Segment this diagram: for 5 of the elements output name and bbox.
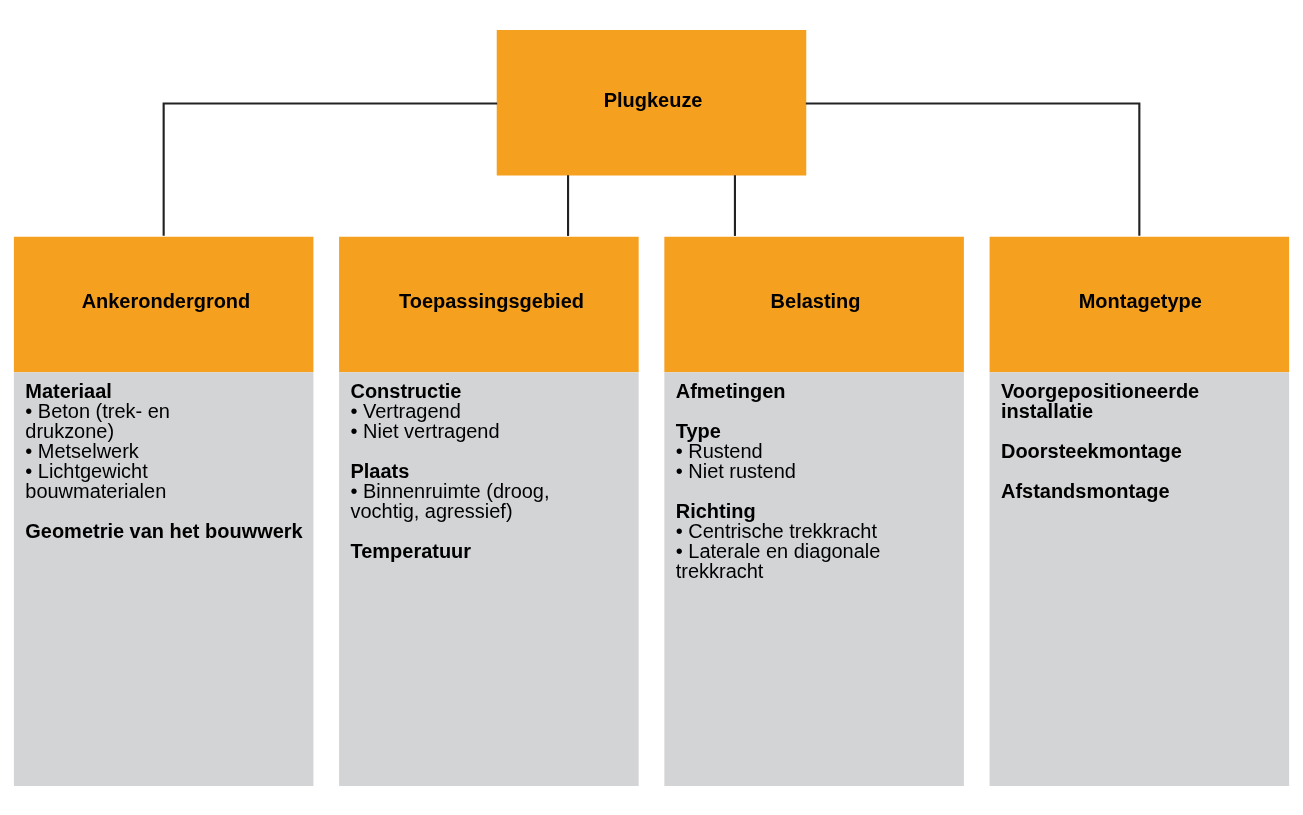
connector bbox=[162, 101, 498, 236]
node-box: Plugkeuze bbox=[496, 29, 807, 175]
connector bbox=[566, 174, 570, 236]
connector bbox=[805, 101, 1141, 236]
connector bbox=[733, 174, 737, 236]
